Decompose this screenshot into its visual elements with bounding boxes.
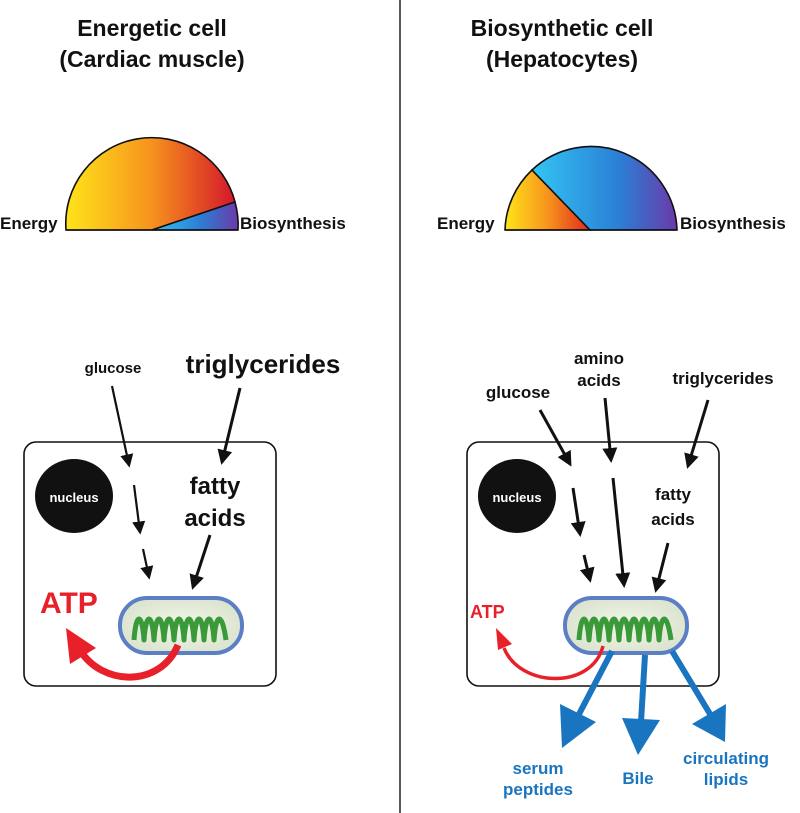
left-fatty-acids-line1: fatty: [190, 473, 241, 500]
right-nucleus-label: nucleus: [492, 490, 541, 505]
right-fatty-acids-line1: fatty: [655, 485, 691, 504]
right-amino-arrow-2: [611, 477, 631, 588]
left-gauge: [64, 136, 239, 231]
right-glucose-arrow-1: [538, 409, 572, 467]
left-glucose-arrow-3: [140, 548, 154, 580]
left-gauge-energy-sector: [64, 136, 236, 231]
right-nucleus: [478, 459, 556, 533]
right-triglycerides-arrow: [684, 399, 710, 469]
right-gauge-biosynthesis-label: Biosynthesis: [680, 214, 786, 233]
left-fatty-acids-line2: acids: [184, 505, 245, 532]
right-output-arrows: [560, 649, 726, 755]
right-panel: Biosynthetic cell (Hepatocytes) Energy B…: [437, 15, 786, 799]
left-title-line1: Energetic cell: [77, 15, 227, 41]
left-glucose-arrow-2: [132, 484, 146, 535]
serum-peptides-arrow: [574, 649, 615, 720]
right-gauge-energy-label: Energy: [437, 214, 495, 233]
right-amino-line2: acids: [577, 371, 620, 390]
left-gauge-biosynthesis-label: Biosynthesis: [240, 214, 346, 233]
left-triglycerides-arrow: [217, 387, 242, 465]
serum-label-line1: serum: [512, 759, 563, 778]
left-nucleus: [35, 459, 113, 533]
right-atp-label: ATP: [470, 602, 505, 622]
right-fatty-acids-arrow: [651, 542, 670, 593]
right-atp-arrow: [502, 645, 605, 681]
right-amino-arrow-1: [602, 397, 618, 463]
left-glucose-arrow-1: [110, 385, 134, 468]
serum-label-line2: peptides: [503, 780, 573, 799]
right-title-line1: Biosynthetic cell: [471, 15, 654, 41]
bile-arrow: [638, 654, 648, 723]
right-triglycerides-label: triglycerides: [672, 369, 773, 388]
left-gauge-energy-label: Energy: [0, 214, 58, 233]
left-cell-membrane: [23, 441, 277, 687]
left-atp-arrow: [77, 643, 182, 681]
left-glucose-label: glucose: [85, 360, 142, 377]
left-triglycerides-label: triglycerides: [186, 349, 341, 379]
left-fatty-acids-arrow: [189, 534, 212, 590]
left-title-line2: (Cardiac muscle): [59, 46, 244, 72]
right-gauge-biosynthesis-sector: [530, 145, 678, 231]
right-glucose-arrow-2: [570, 487, 586, 537]
right-mitochondrion: [563, 596, 689, 655]
left-nucleus-label: nucleus: [49, 490, 98, 505]
right-gauge: [504, 145, 678, 231]
right-amino-line1: amino: [574, 349, 624, 368]
circulating-lipids-arrow: [669, 649, 713, 716]
left-atp-label: ATP: [40, 587, 98, 620]
left-gauge-biosynthesis-sector: [151, 200, 239, 231]
left-mitochondrion: [118, 596, 244, 655]
left-panel: Energetic cell (Cardiac muscle) Energy B…: [0, 15, 346, 687]
right-title-line2: (Hepatocytes): [486, 46, 638, 72]
right-glucose-label: glucose: [486, 383, 550, 402]
right-fatty-acids-line2: acids: [651, 510, 694, 529]
lipids-label-line1: circulating: [683, 749, 769, 768]
right-glucose-arrow-3: [579, 554, 595, 583]
lipids-label-line2: lipids: [704, 770, 748, 789]
bile-label: Bile: [622, 769, 653, 788]
